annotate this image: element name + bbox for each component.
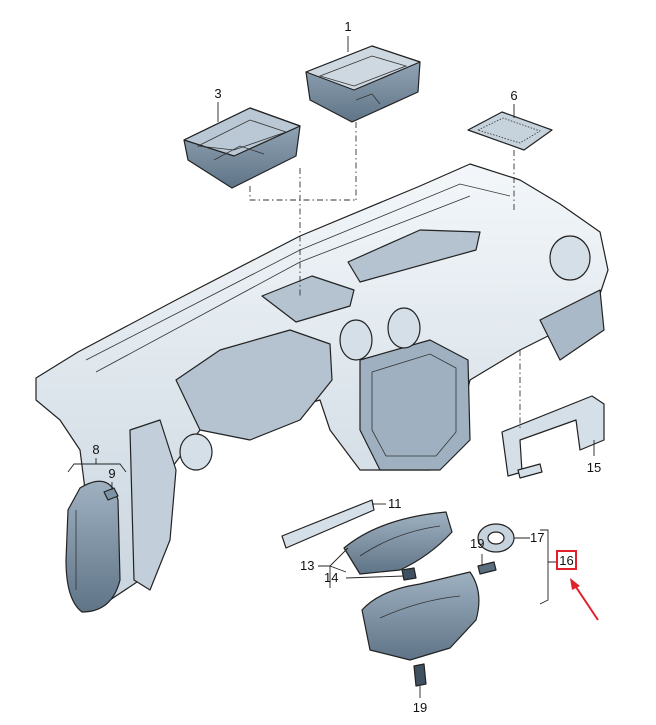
lower-column-cover-part-16 (361, 571, 480, 661)
screw-part-19-upper (477, 561, 497, 575)
upper-column-cover-part-13 (343, 511, 453, 575)
callout-16: 16 (559, 553, 573, 568)
callout-8: 8 (92, 442, 99, 457)
callout-14: 14 (324, 570, 338, 585)
callouts: 1 3 6 8 9 11 13 14 15 17 19 19 16 (92, 19, 601, 715)
storage-compartment-part-3 (183, 107, 301, 189)
highlight-arrow (570, 578, 599, 621)
callout-19-lower: 19 (413, 700, 427, 715)
speaker-grille-part-6 (467, 111, 553, 151)
callout-6: 6 (510, 88, 517, 103)
callout-13: 13 (300, 558, 314, 573)
callout-3: 3 (214, 86, 221, 101)
side-trim-part-8 (65, 480, 121, 613)
screw-part-19-lower (413, 663, 427, 687)
callout-1: 1 (344, 19, 351, 34)
trim-strip-part-11 (281, 499, 375, 549)
clip-part-9 (103, 487, 119, 501)
assembly-lines (249, 122, 521, 430)
leader-lines (67, 36, 595, 698)
steering-ring-part-17 (477, 523, 515, 553)
callout-17: 17 (530, 530, 544, 545)
callout-16-highlight-box (556, 550, 577, 570)
screw-part-14 (401, 567, 417, 581)
callout-15: 15 (587, 460, 601, 475)
storage-tray-part-1 (305, 45, 421, 123)
callout-19-upper: 19 (470, 536, 484, 551)
dashboard-main-panel (35, 163, 609, 601)
callout-9: 9 (108, 466, 115, 481)
bracket-part-15 (501, 395, 605, 479)
callout-11: 11 (388, 496, 402, 511)
